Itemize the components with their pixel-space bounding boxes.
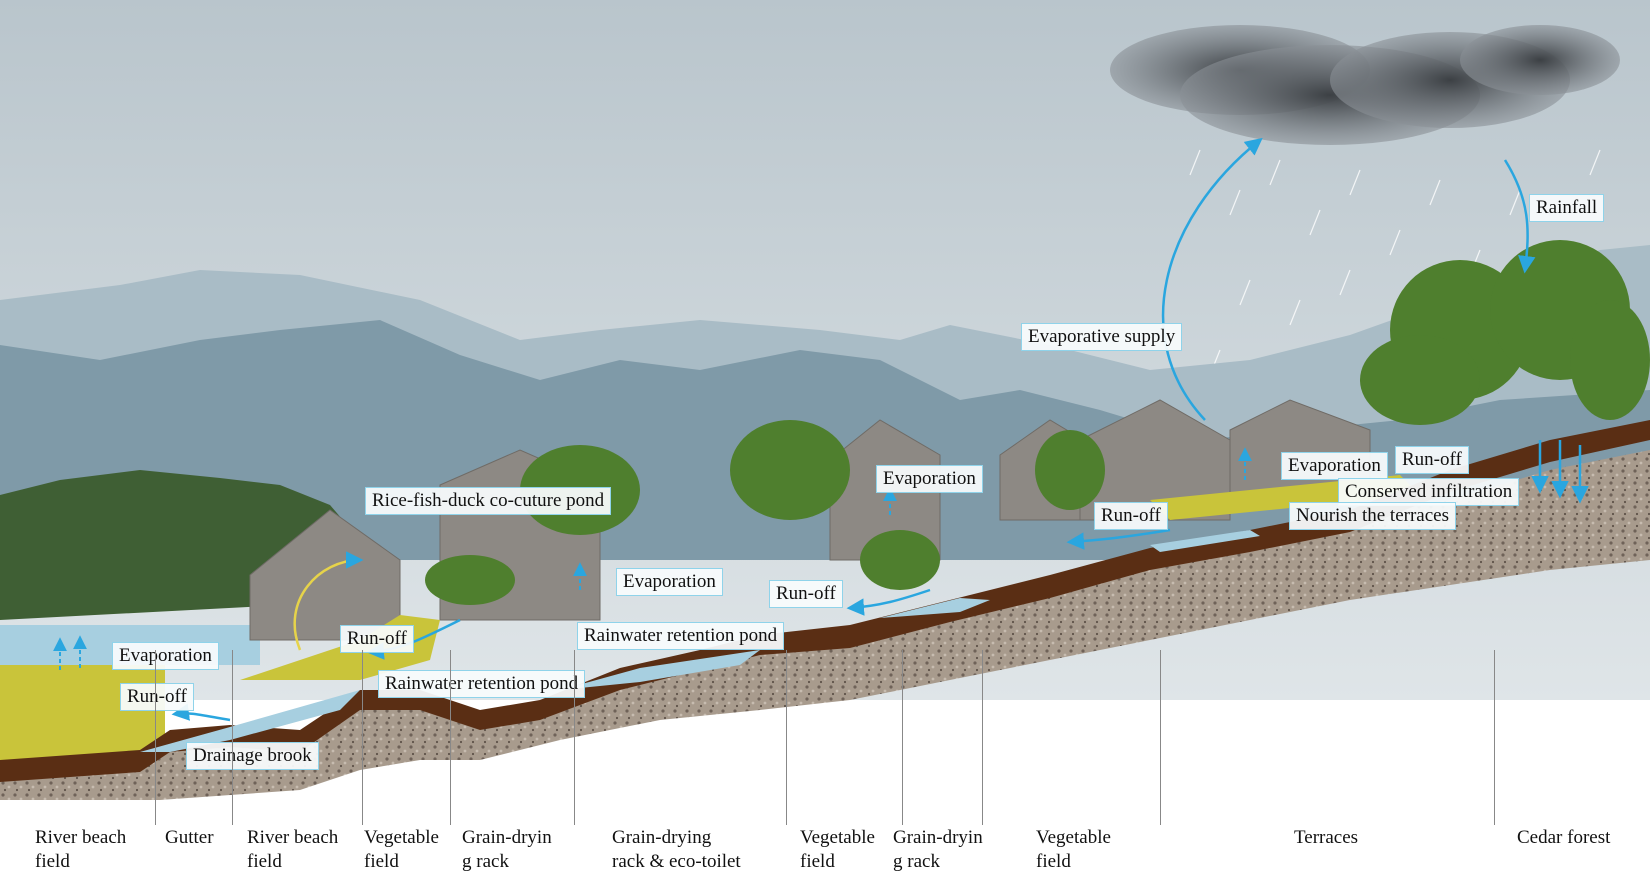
- zone-divider: [982, 650, 983, 825]
- label-evaporation-mid: Evaporation: [616, 568, 723, 596]
- label-drainage-brook: Drainage brook: [186, 742, 319, 770]
- gravel-layer: [0, 450, 1650, 800]
- label-runoff-right: Run-off: [1395, 446, 1469, 474]
- label-evaporative-supply: Evaporative supply: [1021, 323, 1183, 351]
- zone-divider: [902, 650, 903, 825]
- label-evaporation-right: Evaporation: [1281, 452, 1388, 480]
- zone-divider: [450, 650, 451, 825]
- label-runoff-upper: Run-off: [1094, 502, 1168, 530]
- rain-cloud: [1110, 25, 1620, 145]
- label-rainfall: Rainfall: [1529, 194, 1605, 222]
- vegetation: [425, 240, 1650, 605]
- zone-divider: [574, 650, 575, 825]
- zone-divider: [155, 650, 156, 825]
- zone-divider: [786, 650, 787, 825]
- label-rainwater-pond-1: Rainwater retention pond: [378, 670, 586, 698]
- label-nourish-terraces: Nourish the terraces: [1289, 502, 1456, 530]
- zone-divider: [1494, 650, 1495, 825]
- ponds: [140, 530, 1260, 752]
- zone-label-gutter: Gutter: [165, 827, 214, 848]
- label-runoff-mid1: Run-off: [340, 625, 414, 653]
- evaporation-arrows: [53, 447, 1252, 670]
- label-runoff-mid2: Run-off: [769, 580, 843, 608]
- label-runoff-left: Run-off: [120, 683, 194, 711]
- zone-divider: [362, 650, 363, 825]
- label-rice-fish-duck-pond: Rice-fish-duck co-cuture pond: [365, 487, 612, 515]
- zone-label-terraces: Terraces: [1294, 827, 1359, 848]
- zone-divider: [232, 650, 233, 825]
- label-rainwater-pond-2: Rainwater retention pond: [577, 622, 785, 650]
- zone-divider: [1160, 650, 1161, 825]
- cycle-arrow: [293, 551, 364, 651]
- label-evaporation-upper: Evaporation: [876, 465, 983, 493]
- zone-label-cedar-forest: Cedar forest: [1517, 827, 1611, 848]
- label-evaporation-left: Evaporation: [112, 642, 219, 670]
